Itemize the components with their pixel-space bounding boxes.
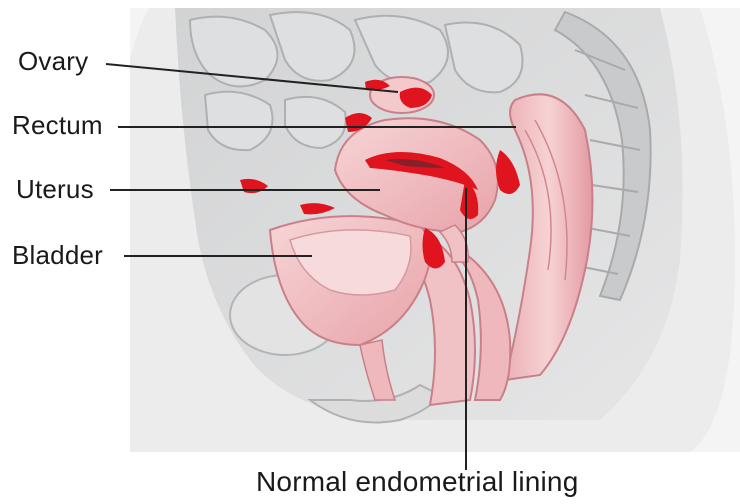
uterus-label: Uterus — [16, 176, 94, 202]
endometrial-lining-label: Normal endometrial lining — [256, 468, 578, 496]
rectum-label: Rectum — [12, 112, 103, 138]
ovary-label: Ovary — [18, 48, 88, 74]
bladder-label: Bladder — [12, 242, 103, 268]
